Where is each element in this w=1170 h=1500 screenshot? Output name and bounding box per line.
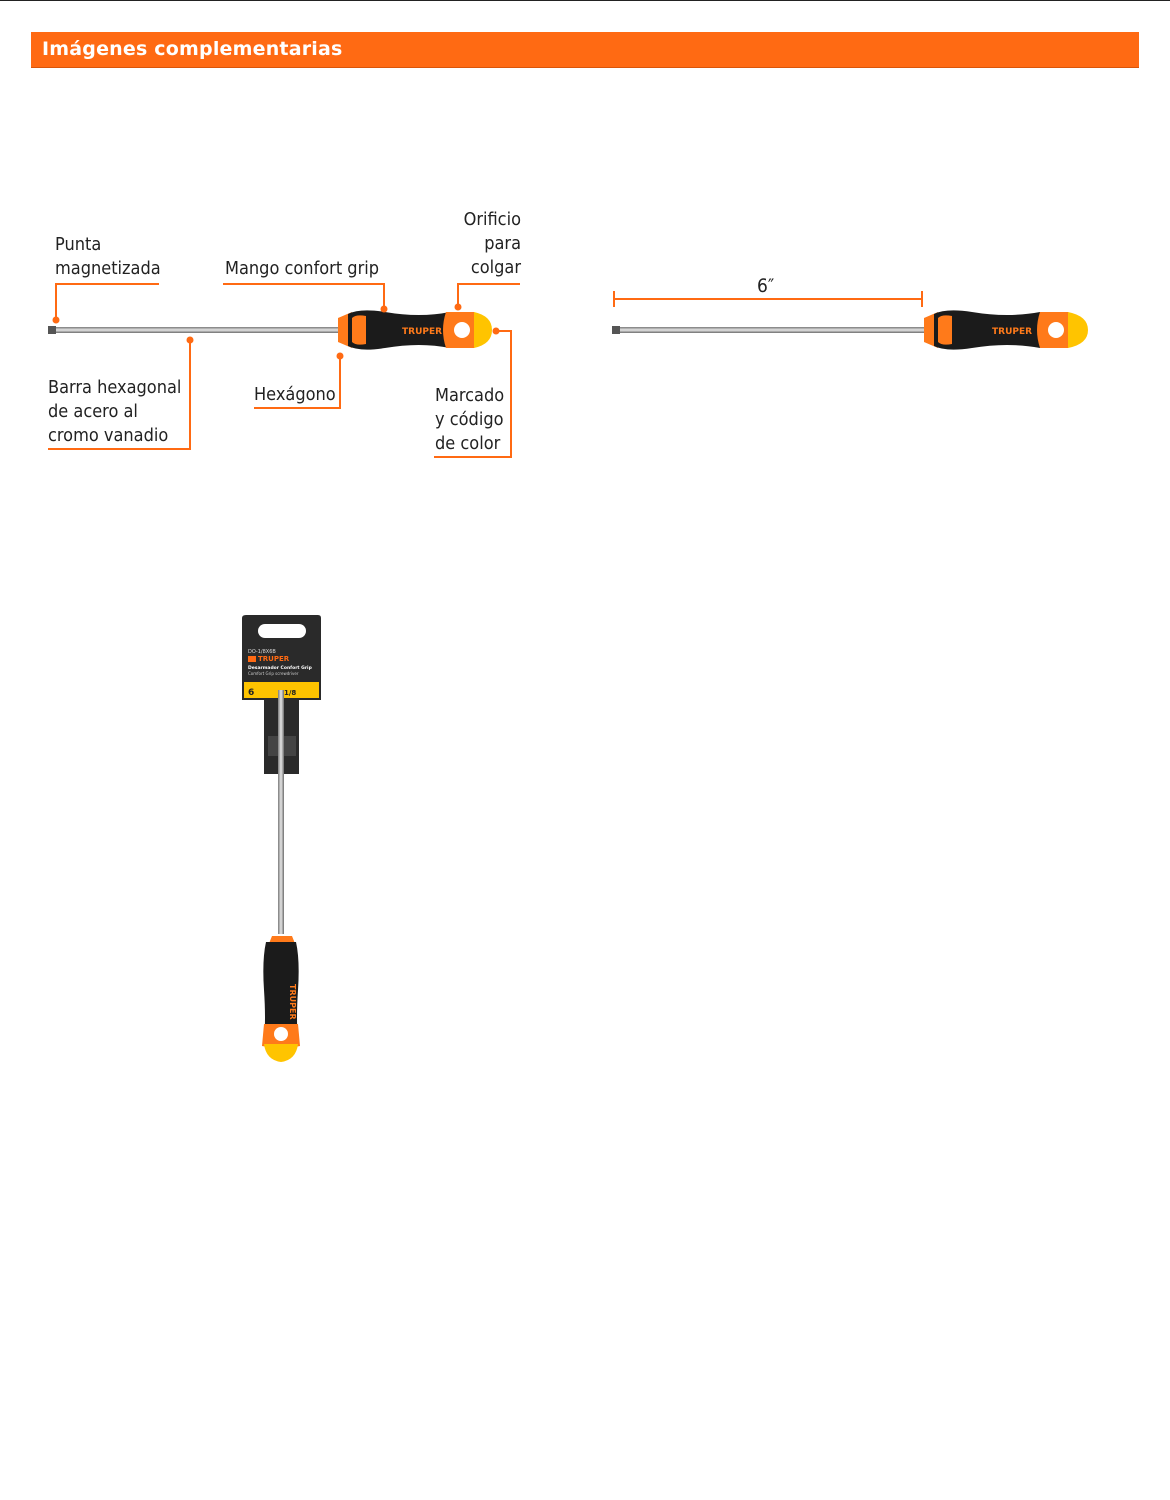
package-code: DO-1/8X6B	[248, 649, 276, 655]
package-size: 6	[248, 688, 254, 698]
tip	[612, 326, 620, 334]
handle: TRUPER	[924, 310, 1088, 350]
end-cap	[264, 1044, 298, 1062]
grip-body	[263, 942, 299, 1040]
handle: TRUPER	[338, 310, 492, 350]
callout-hole: Orificio para colgar	[463, 209, 521, 278]
grip-orange-inlay	[352, 315, 366, 345]
shaft	[614, 327, 930, 333]
hanging-hole	[274, 1027, 288, 1041]
shaft	[278, 690, 284, 934]
section-header: Imágenes complementarias	[31, 32, 1139, 68]
brand-logo: TRUPER	[288, 984, 297, 1020]
screwdriver-annotated: TRUPER	[48, 283, 520, 458]
dimension-line	[613, 291, 923, 307]
screwdriver-dimension: TRUPER	[612, 291, 1088, 350]
leader-bar	[48, 340, 191, 450]
leader-marking	[434, 330, 512, 458]
dimension-label: 6″	[757, 275, 775, 297]
callout-hexagon: Hexágono	[254, 384, 336, 405]
callout-marking: Marcado y código de color	[435, 385, 505, 454]
leader-hexagon	[254, 356, 341, 409]
hanging-hole	[454, 322, 470, 338]
tip	[48, 326, 56, 334]
callout-tip: Punta magnetizada	[55, 234, 161, 279]
callout-leaders	[48, 283, 520, 458]
packaged-screwdriver: DO-1/8X6B TRUPER Desarmador Confort Grip…	[242, 615, 321, 1062]
callout-dots	[52, 303, 500, 360]
leader-grip	[223, 283, 385, 308]
callout-grip: Mango confort grip	[225, 258, 380, 279]
leader-hole	[457, 283, 520, 306]
package-tip-size: 1/8	[284, 689, 296, 697]
brand-logo: TRUPER	[402, 327, 442, 337]
end-cap	[474, 312, 492, 348]
package-title-es: Desarmador Confort Grip	[248, 665, 313, 671]
grip-body	[348, 310, 470, 350]
section-title: Imágenes complementarias	[42, 38, 343, 60]
shaft	[52, 327, 340, 333]
leader-tip	[55, 283, 159, 318]
hang-slot	[258, 624, 306, 638]
callout-bar: Barra hexagonal de acero al cromo vanadi…	[48, 377, 182, 446]
package-brand: TRUPER	[258, 655, 290, 663]
top-rule	[0, 0, 1170, 1]
package-title-en: Comfort Grip screwdriver	[248, 671, 299, 676]
brand-logo: TRUPER	[992, 327, 1032, 337]
